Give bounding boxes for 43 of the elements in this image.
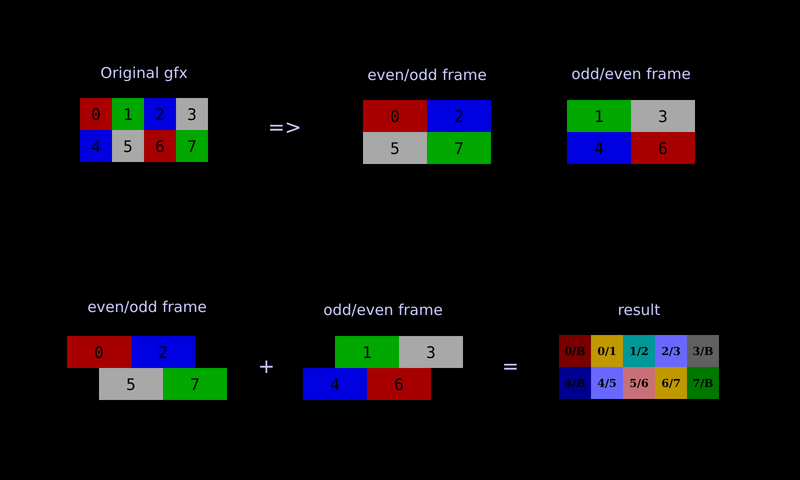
pixel-tile: 7 (176, 130, 208, 162)
pixel-tile: 3 (631, 100, 695, 132)
grid-heading: even/odd frame (86, 298, 208, 316)
pixel-tile: 5 (112, 130, 144, 162)
pixel-tile: 3/B (687, 335, 719, 367)
arrow-sign: => (268, 116, 302, 138)
pixel-tile: 1/2 (623, 335, 655, 367)
pixel-tile: 5 (363, 132, 427, 164)
pixel-tile: 3 (176, 98, 208, 130)
pixel-tile: 6 (367, 368, 431, 400)
pixel-tile: 5 (99, 368, 163, 400)
pixel-tile: 2 (144, 98, 176, 130)
pixel-tile: 4/B (559, 367, 591, 399)
pixel-tile: 6 (631, 132, 695, 164)
pixel-tile: 2 (427, 100, 491, 132)
pixel-tile: 4/5 (591, 367, 623, 399)
grid-heading: odd/even frame (570, 65, 692, 83)
pixel-tile: 4 (303, 368, 367, 400)
pixel-tile: 6 (144, 130, 176, 162)
pixel-tile: 1 (335, 336, 399, 368)
pixel-tile: 1 (112, 98, 144, 130)
pixel-tile: 0/1 (591, 335, 623, 367)
pixel-tile: 2/3 (655, 335, 687, 367)
plus-sign: + (258, 355, 275, 377)
pixel-tile: 1 (567, 100, 631, 132)
pixel-tile: 5/6 (623, 367, 655, 399)
pixel-tile: 4 (80, 130, 112, 162)
pixel-tile: 0 (67, 336, 131, 368)
grid-heading: even/odd frame (366, 66, 488, 84)
pixel-tile: 6/7 (655, 367, 687, 399)
pixel-tile: 2 (131, 336, 195, 368)
equals-sign: = (502, 355, 519, 377)
pixel-tile: 7 (163, 368, 227, 400)
pixel-tile: 4 (567, 132, 631, 164)
pixel-tile: 0 (80, 98, 112, 130)
pixel-tile: 7 (427, 132, 491, 164)
pixel-tile: 3 (399, 336, 463, 368)
grid-heading: odd/even frame (322, 301, 444, 319)
pixel-tile: 0 (363, 100, 427, 132)
pixel-tile: 7/B (687, 367, 719, 399)
grid-heading: result (616, 301, 662, 319)
pixel-tile: 0/B (559, 335, 591, 367)
grid-heading: Original gfx (99, 64, 189, 82)
